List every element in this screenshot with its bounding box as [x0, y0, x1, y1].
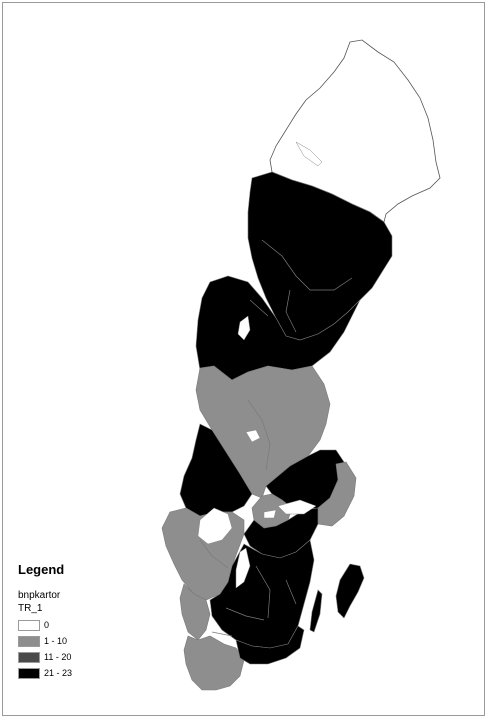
legend-item: 21 - 23 — [18, 665, 72, 681]
legend-label: 1 - 10 — [44, 636, 68, 646]
lake-vanern — [197, 507, 233, 545]
region-oland[interactable] — [309, 589, 323, 633]
legend-swatch-0 — [18, 619, 40, 631]
region-stockholm[interactable] — [317, 461, 357, 527]
region-sodermanland[interactable] — [243, 507, 319, 559]
legend-item: 1 - 10 — [18, 633, 72, 649]
legend-swatch-1 — [18, 635, 40, 647]
legend-label: 21 - 23 — [44, 668, 73, 678]
legend-label: 0 — [44, 620, 50, 630]
county-borders — [199, 239, 353, 637]
legend-title: Legend — [18, 562, 65, 577]
lake-storsjon — [237, 315, 251, 341]
legend-swatch-3 — [18, 667, 40, 679]
legend-item: 0 — [18, 617, 72, 633]
region-halland[interactable] — [179, 583, 211, 641]
lake-vattern — [235, 547, 251, 589]
legend-swatch-2 — [18, 651, 40, 663]
region-blekinge-kalmar[interactable] — [235, 625, 305, 665]
legend-field-name: TR_1 — [18, 603, 43, 614]
lake-malaren — [277, 499, 317, 515]
region-gotland[interactable] — [335, 563, 365, 619]
lake-hjalmaren — [263, 509, 277, 519]
lake-tornetrask — [295, 141, 323, 167]
lakes — [197, 141, 323, 589]
legend-layer-name: bnpkartor — [18, 590, 61, 601]
legend-item: 11 - 20 — [18, 649, 72, 665]
map-legend: Legend bnpkartor TR_1 0 1 - 10 11 - 20 2… — [18, 562, 72, 681]
lake-siljan — [245, 429, 261, 443]
region-skane[interactable] — [183, 635, 245, 691]
legend-label: 11 - 20 — [44, 652, 72, 662]
